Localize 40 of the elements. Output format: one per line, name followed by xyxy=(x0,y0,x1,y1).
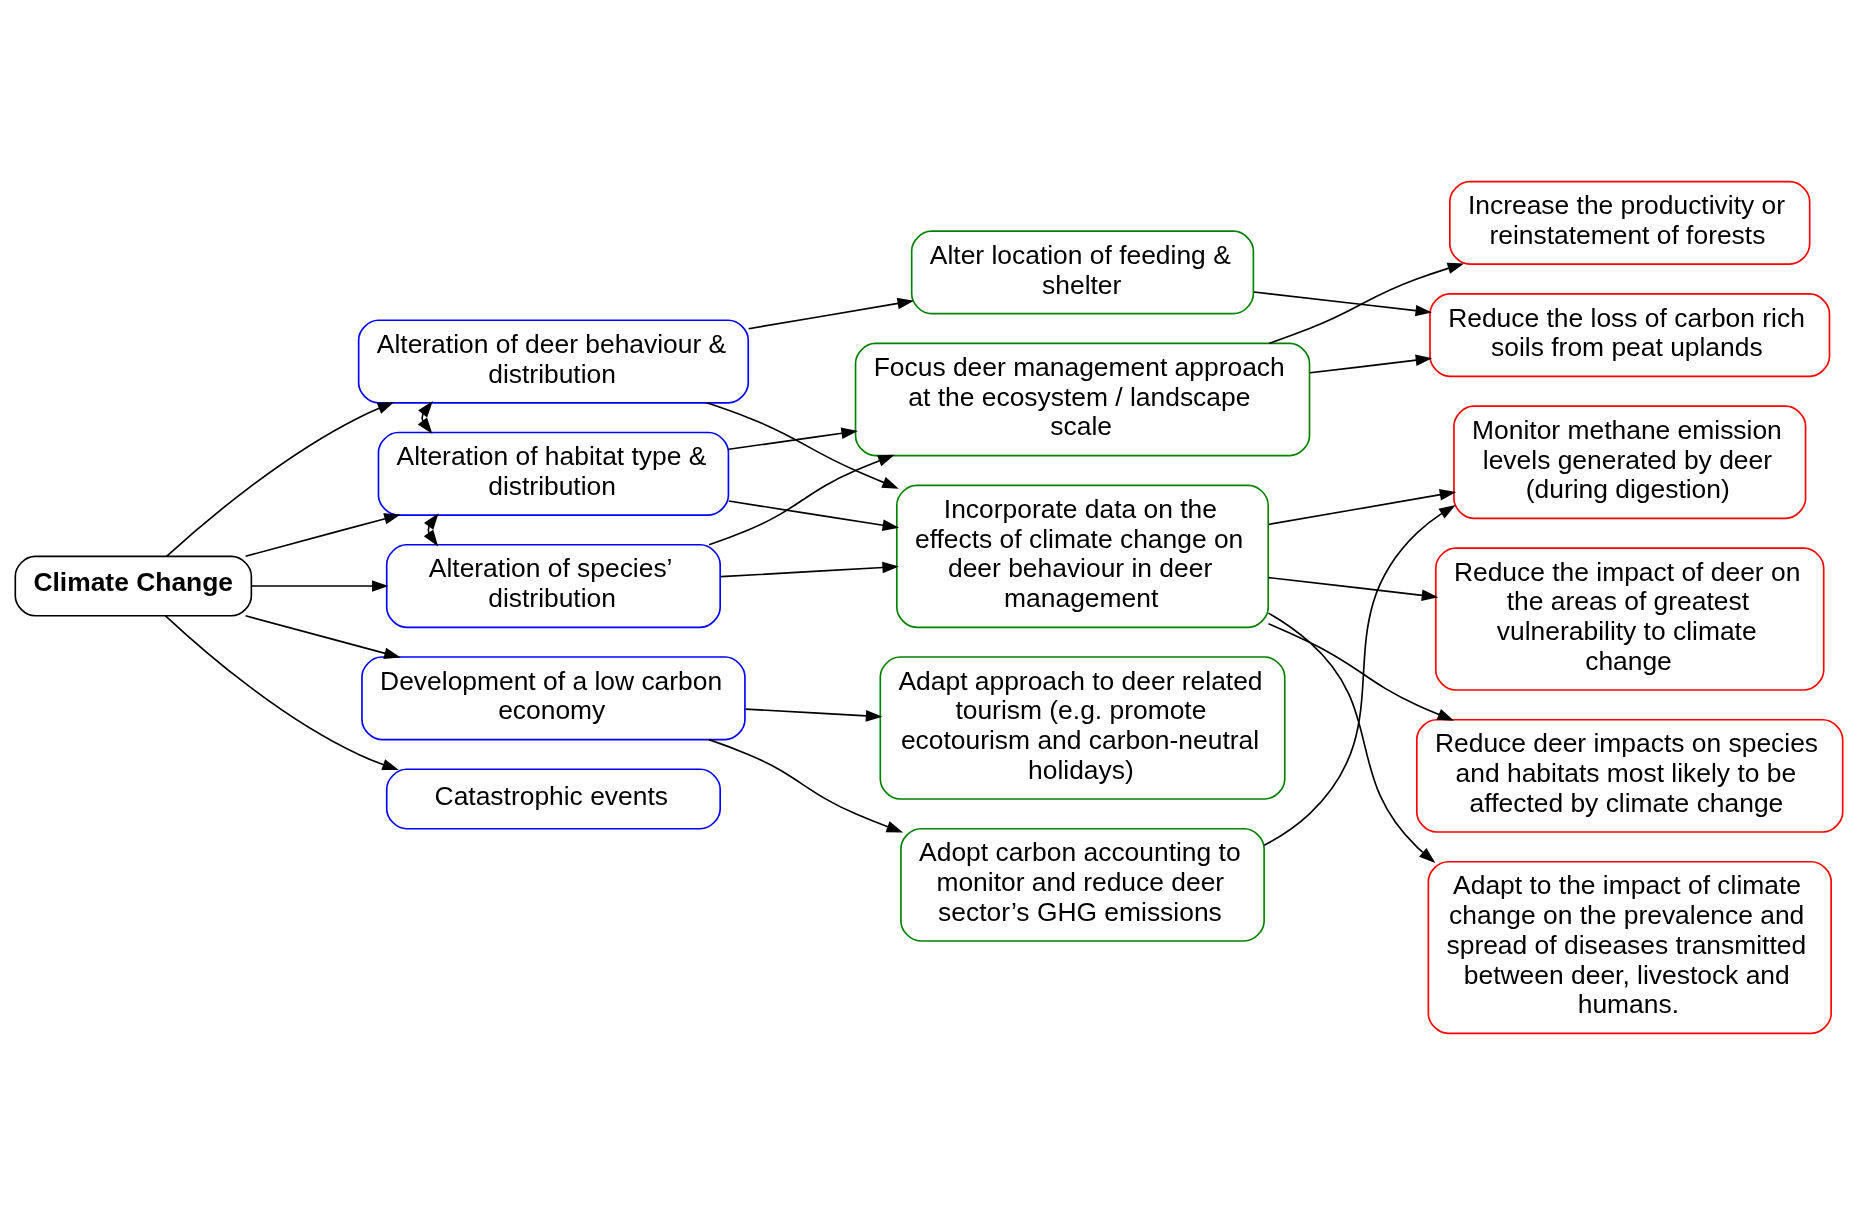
arrow xyxy=(1309,354,1433,374)
node-box: Incorporate data on the effects of climate change on deer behaviour in deer management xyxy=(896,484,1270,629)
arrow xyxy=(744,708,883,722)
node-box: Development of a low carbon economy xyxy=(361,656,746,741)
arrow xyxy=(1267,612,1436,864)
arrow xyxy=(747,297,915,330)
arrow xyxy=(708,454,895,546)
arrow xyxy=(165,402,395,558)
arrow xyxy=(727,427,858,451)
arrow xyxy=(417,400,433,435)
node-box: Alteration of habitat type & distribution xyxy=(377,431,730,516)
node-box: Alteration of deer behaviour & distribution xyxy=(357,319,750,404)
arrow xyxy=(727,500,900,531)
node-box: Alteration of species’ distribution xyxy=(385,543,721,629)
arrow xyxy=(244,615,401,659)
arrow xyxy=(164,614,399,771)
arrow xyxy=(1268,262,1465,345)
node-box: Adapt to the impact of climate change on the prevalence and spread of diseases transmitted between deer, livestock and humans. xyxy=(1427,860,1832,1035)
arrow xyxy=(244,513,401,558)
arrow xyxy=(1263,504,1456,846)
arrow xyxy=(708,738,904,833)
node-box: Catastrophic events xyxy=(385,768,721,830)
node-box: Alter location of feeding & shelter xyxy=(910,230,1255,315)
arrow xyxy=(705,402,899,489)
node-box: Increase the productivity or reinstatement of forests xyxy=(1449,180,1811,265)
node-box: Reduce the impact of deer on the areas of greatest vulnerability to climate change xyxy=(1434,547,1825,691)
node-box: Focus deer management approach at the ecosystem / landscape scale xyxy=(854,342,1311,457)
arrow xyxy=(719,561,899,578)
node-box: Reduce deer impacts on species and habitats most likely to be affected by climate change xyxy=(1415,718,1844,833)
node-box: Adapt approach to deer related tourism (e.g. promote ecotourism and carbon-neutral holidays) xyxy=(879,656,1286,800)
node-box: Monitor methane emission levels generated by deer (during digestion) xyxy=(1453,405,1807,520)
arrow xyxy=(423,513,439,547)
arrow xyxy=(1267,489,1457,526)
node-box: Climate Change xyxy=(14,555,253,617)
arrow xyxy=(1267,576,1439,602)
arrow xyxy=(1253,291,1432,317)
arrow xyxy=(250,580,389,592)
node-box: Reduce the loss of carbon rich soils from peat uplands xyxy=(1429,293,1831,378)
node-box: Adopt carbon accounting to monitor and reduce deer sector’s GHG emissions xyxy=(900,827,1265,942)
arrow xyxy=(1267,622,1455,721)
